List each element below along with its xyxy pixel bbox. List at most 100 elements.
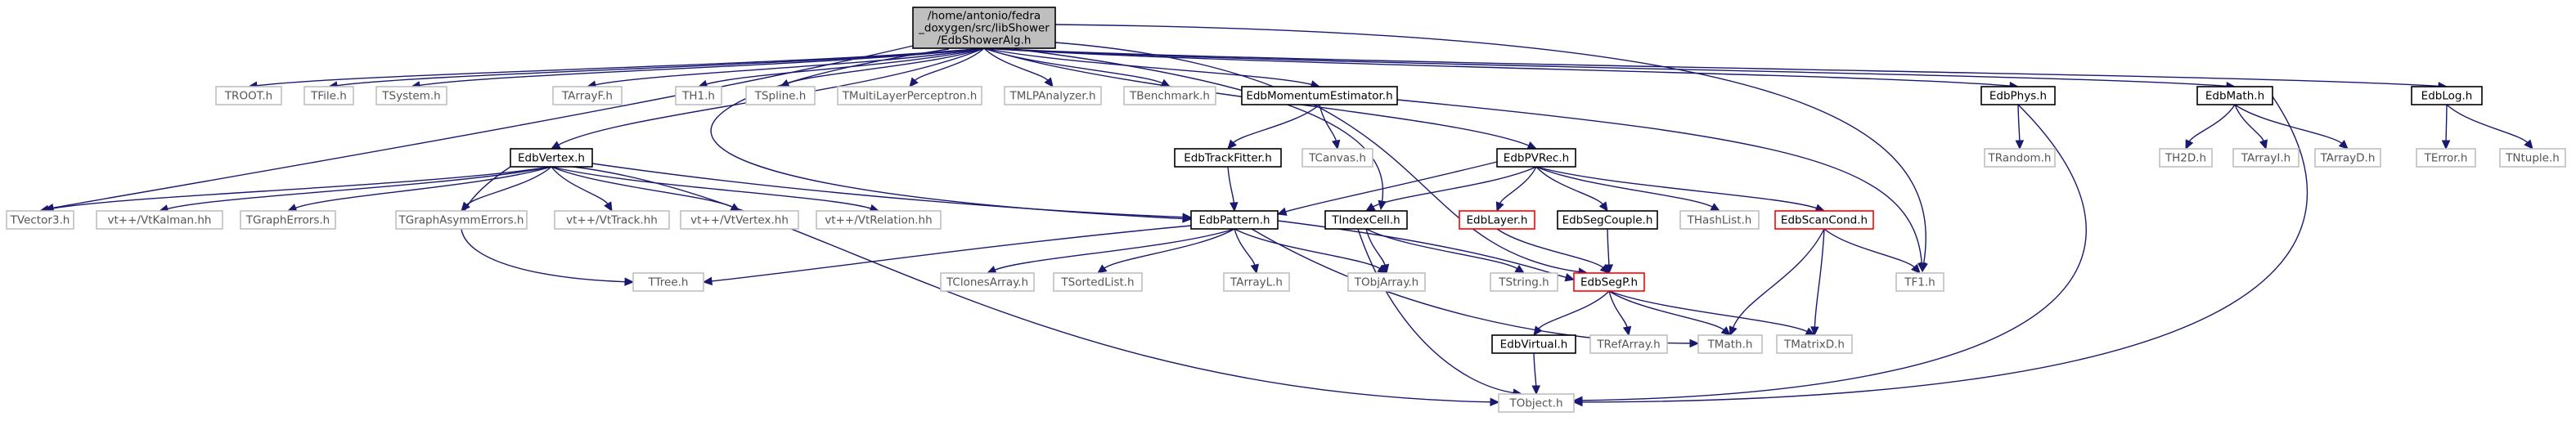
node-tmatrixd-box bbox=[1776, 334, 1853, 354]
edge-edbphys-to-trandom bbox=[2015, 104, 2025, 150]
edge-edbpvrec-to-edbpattern bbox=[1276, 161, 1498, 216]
edge-edbvertex-to-tobject bbox=[572, 166, 1500, 407]
node-tsystem-label: TSystem.h bbox=[381, 90, 440, 103]
node-tmath: TMath.h bbox=[1697, 334, 1763, 354]
node-edbscancond-box bbox=[1774, 210, 1874, 230]
node-tsystem: TSystem.h bbox=[375, 86, 447, 105]
edge-edbmom-to-edbtrackfitter bbox=[1227, 104, 1320, 150]
node-edbphys[interactable]: EdbPhys.h bbox=[1980, 86, 2056, 105]
node-tarrayd-box bbox=[2314, 148, 2381, 168]
edge-edblog-to-tntuple bbox=[2446, 104, 2533, 150]
node-tf1-label: TF1.h bbox=[1904, 276, 1935, 289]
node-tgrapherrors-label: TGraphErrors.h bbox=[245, 214, 330, 227]
node-thashlist-label: THashList.h bbox=[1687, 214, 1752, 227]
node-edbmom-label: EdbMomentumEstimator.h bbox=[1246, 90, 1392, 103]
node-tmlpa-label: TMLPAnalyzer.h bbox=[1009, 90, 1095, 103]
node-tarrayl-label: TArrayL.h bbox=[1230, 276, 1283, 289]
edge-edbscancond-to-tf1 bbox=[1823, 228, 1921, 274]
node-edbmom[interactable]: EdbMomentumEstimator.h bbox=[1241, 86, 1398, 105]
node-thashlist-box bbox=[1679, 210, 1760, 230]
node-tfile-label: TFile.h bbox=[310, 90, 347, 103]
edge-tindexcell-to-tobjarray bbox=[1365, 228, 1390, 275]
node-edbmath[interactable]: EdbMath.h bbox=[2196, 86, 2273, 105]
node-edbvertex-label: EdbVertex.h bbox=[518, 152, 585, 165]
node-edbpattern[interactable]: EdbPattern.h bbox=[1190, 210, 1279, 230]
edge-edbmath-to-tarrayd bbox=[2234, 104, 2349, 150]
node-edbtrackfitter-box bbox=[1174, 148, 1282, 168]
node-trefarray: TRefArray.h bbox=[1589, 334, 1668, 354]
edge-edbvertex-to-ttree bbox=[461, 166, 635, 286]
node-tcanvas-label: TCanvas.h bbox=[1308, 152, 1366, 165]
node-tmatrixd-label: TMatrixD.h bbox=[1783, 338, 1845, 352]
node-root-box bbox=[912, 7, 1056, 49]
node-ttree-box bbox=[632, 272, 704, 292]
node-troot: TROOT.h bbox=[215, 86, 282, 105]
node-root[interactable]: /home/antonio/fedra_doxygen/src/libShowe… bbox=[912, 7, 1056, 49]
edge-edbsegp-to-tmatrixd bbox=[1608, 290, 1816, 336]
edge-edbmath-to-th2d bbox=[2185, 104, 2236, 150]
node-trandom: TRandom.h bbox=[1984, 148, 2056, 168]
edge-edbscancond-to-tmath bbox=[1729, 228, 1825, 337]
node-tindexcell-box bbox=[1324, 210, 1408, 230]
node-tobjarray: TObjArray.h bbox=[1347, 272, 1426, 292]
node-edbvertex[interactable]: EdbVertex.h bbox=[510, 148, 593, 168]
node-tntuple-label: TNtuple.h bbox=[2505, 152, 2560, 165]
node-edbscancond[interactable]: EdbScanCond.h bbox=[1774, 210, 1874, 230]
node-trefarray-box bbox=[1589, 334, 1668, 354]
node-edbpvrec-box bbox=[1496, 148, 1576, 168]
node-tspline: TSpline.h bbox=[745, 86, 816, 105]
node-tgraphasym: TGraphAsymmErrors.h bbox=[395, 210, 528, 230]
node-trandom-box bbox=[1984, 148, 2056, 168]
node-tmath-box bbox=[1697, 334, 1763, 354]
node-edbsegcouple[interactable]: EdbSegCouple.h bbox=[1557, 210, 1658, 230]
node-troot-box bbox=[215, 86, 282, 105]
node-tbench-box bbox=[1123, 86, 1216, 105]
node-edbtrackfitter[interactable]: EdbTrackFitter.h bbox=[1174, 148, 1282, 168]
node-th1-box bbox=[675, 86, 722, 105]
node-edblog[interactable]: EdbLog.h bbox=[2411, 86, 2483, 105]
edge-root-to-tvector3 bbox=[43, 45, 914, 213]
edge-edbsegcouple-to-edbsegp bbox=[1604, 228, 1614, 275]
node-tgraphasym-label: TGraphAsymmErrors.h bbox=[398, 214, 524, 227]
node-vtrelation-box bbox=[816, 210, 942, 230]
node-edbpvrec[interactable]: EdbPVRec.h bbox=[1496, 148, 1576, 168]
node-edbvertex-box bbox=[510, 148, 593, 168]
edge-edbpvrec-to-edbscancond bbox=[1535, 166, 1826, 213]
node-th2d-label: TH2D.h bbox=[2165, 152, 2206, 165]
node-edbsegp[interactable]: EdbSegP.h bbox=[1573, 272, 1645, 292]
node-tarrayd: TArrayD.h bbox=[2314, 148, 2381, 168]
node-tarrayi: TArrayI.h bbox=[2232, 148, 2300, 168]
node-root-label-line-0: /home/antonio/fedra bbox=[928, 10, 1041, 23]
node-edblayer-label: EdbLayer.h bbox=[1467, 214, 1528, 227]
node-tspline-box bbox=[745, 86, 816, 105]
edges-layer bbox=[38, 24, 2533, 407]
node-edbmath-box bbox=[2196, 86, 2273, 105]
node-edbvirtual[interactable]: EdbVirtual.h bbox=[1491, 334, 1576, 354]
node-edblog-label: EdbLog.h bbox=[2421, 90, 2473, 103]
node-th2d-box bbox=[2159, 148, 2213, 168]
node-tobjarray-box bbox=[1347, 272, 1426, 292]
node-terror: TError.h bbox=[2416, 148, 2476, 168]
edge-edblog-to-terror bbox=[2441, 104, 2451, 150]
edge-edbvirtual-to-tobject bbox=[1531, 352, 1541, 396]
edge-edbvertex-to-tgraphasym bbox=[461, 166, 552, 212]
node-tfile: TFile.h bbox=[303, 86, 354, 105]
node-terror-label: TError.h bbox=[2424, 152, 2468, 165]
node-edbpattern-label: EdbPattern.h bbox=[1198, 214, 1270, 227]
node-edbsegcouple-box bbox=[1557, 210, 1658, 230]
node-tgrapherrors-box bbox=[240, 210, 336, 230]
node-tcanvas-box bbox=[1301, 148, 1373, 168]
node-edbphys-label: EdbPhys.h bbox=[1989, 90, 2047, 103]
node-tindexcell[interactable]: TIndexCell.h bbox=[1324, 210, 1408, 230]
node-tmlp: TMultiLayerPerceptron.h bbox=[837, 86, 982, 105]
node-tbench-label: TBenchmark.h bbox=[1129, 90, 1210, 103]
node-edbphys-box bbox=[1980, 86, 2056, 105]
node-tf1-box bbox=[1895, 272, 1944, 292]
node-tclonesarray-box bbox=[940, 272, 1035, 292]
node-edblayer[interactable]: EdbLayer.h bbox=[1459, 210, 1535, 230]
node-tarrayi-label: TArrayI.h bbox=[2241, 152, 2291, 165]
node-ttree-label: TTree.h bbox=[648, 276, 689, 289]
node-edbmath-label: EdbMath.h bbox=[2205, 90, 2264, 103]
node-th1-label: TH1.h bbox=[681, 90, 715, 103]
